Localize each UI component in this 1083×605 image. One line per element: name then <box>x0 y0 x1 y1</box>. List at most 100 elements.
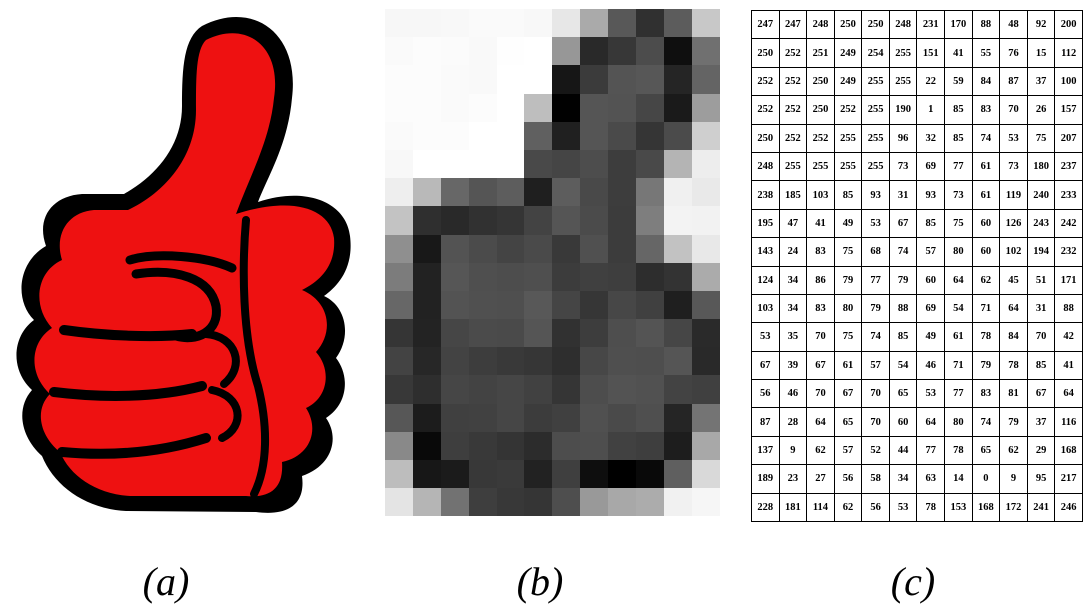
pixel-value-cell: 168 <box>1055 436 1083 464</box>
pixel-value-cell: 31 <box>889 181 917 209</box>
gray-pixel <box>664 460 692 488</box>
pixel-value-cell: 68 <box>862 238 890 266</box>
gray-pixel <box>385 263 413 291</box>
gray-pixel <box>608 206 636 234</box>
pixel-value-cell: 78 <box>972 323 1000 351</box>
gray-pixel <box>608 178 636 206</box>
pixel-value-cell: 171 <box>1055 266 1083 294</box>
gray-pixel <box>469 291 497 319</box>
pixel-value-cell: 75 <box>945 209 973 237</box>
gray-pixel <box>636 375 664 403</box>
gray-pixel <box>664 432 692 460</box>
gray-pixel <box>552 37 580 65</box>
gray-pixel <box>497 347 525 375</box>
gray-pixel <box>413 122 441 150</box>
pixel-value-cell: 100 <box>1055 67 1083 95</box>
pixel-value-cell: 83 <box>972 96 1000 124</box>
pixel-value-cell: 181 <box>779 493 807 521</box>
pixel-value-cell: 80 <box>945 238 973 266</box>
pixel-value-cell: 74 <box>889 238 917 266</box>
gray-pixel <box>385 37 413 65</box>
gray-pixel <box>692 460 720 488</box>
pixel-value-cell: 84 <box>1000 323 1028 351</box>
pixel-value-cell: 93 <box>917 181 945 209</box>
gray-pixel <box>497 263 525 291</box>
gray-pixel <box>692 150 720 178</box>
gray-pixel <box>385 375 413 403</box>
pixel-value-cell: 88 <box>889 294 917 322</box>
pixel-value-cell: 250 <box>807 96 835 124</box>
gray-pixel <box>692 347 720 375</box>
pixel-value-cell: 70 <box>1027 323 1055 351</box>
gray-pixel <box>692 488 720 516</box>
gray-pixel <box>636 263 664 291</box>
pixel-value-cell: 23 <box>779 465 807 493</box>
pixel-value-cell: 92 <box>1027 11 1055 39</box>
gray-pixel <box>413 178 441 206</box>
pixel-value-cell: 74 <box>972 124 1000 152</box>
gray-pixel <box>524 94 552 122</box>
gray-pixel <box>608 122 636 150</box>
gray-pixel <box>580 37 608 65</box>
pixel-value-cell: 65 <box>889 380 917 408</box>
pixel-value-cell: 250 <box>752 124 780 152</box>
gray-pixel <box>636 206 664 234</box>
gray-pixel <box>664 488 692 516</box>
pixel-value-cell: 85 <box>1027 351 1055 379</box>
pixel-value-cell: 254 <box>862 39 890 67</box>
gray-pixel <box>664 65 692 93</box>
pixel-value-cell: 185 <box>779 181 807 209</box>
gray-pixel <box>580 65 608 93</box>
pixel-value-cell: 64 <box>1055 380 1083 408</box>
pixel-value-cell: 54 <box>945 294 973 322</box>
pixel-value-cell: 85 <box>945 96 973 124</box>
gray-pixel <box>497 94 525 122</box>
pixel-value-cell: 71 <box>945 351 973 379</box>
pixel-value-cell: 70 <box>862 408 890 436</box>
pixel-value-cell: 79 <box>862 294 890 322</box>
pixel-value-cell: 247 <box>752 11 780 39</box>
gray-pixel <box>636 488 664 516</box>
pixel-value-cell: 103 <box>807 181 835 209</box>
pixel-value-cell: 78 <box>1000 351 1028 379</box>
pixel-value-cell: 0 <box>972 465 1000 493</box>
gray-pixel <box>385 347 413 375</box>
gray-pixel <box>608 347 636 375</box>
gray-pixel <box>497 375 525 403</box>
caption-c: (c) <box>843 560 983 604</box>
pixel-value-cell: 190 <box>889 96 917 124</box>
pixel-value-cell: 255 <box>834 124 862 152</box>
gray-pixel <box>524 65 552 93</box>
pixel-value-cell: 80 <box>834 294 862 322</box>
gray-pixel <box>469 122 497 150</box>
pixel-value-cell: 250 <box>834 11 862 39</box>
gray-pixel <box>692 9 720 37</box>
pixel-value-cell: 231 <box>917 11 945 39</box>
pixel-value-cell: 62 <box>972 266 1000 294</box>
gray-pixel <box>608 319 636 347</box>
pixel-grid <box>385 9 720 516</box>
thumbs-up-icon <box>6 6 363 519</box>
gray-pixel <box>524 291 552 319</box>
pixel-value-cell: 79 <box>1000 408 1028 436</box>
gray-pixel <box>469 460 497 488</box>
gray-pixel <box>497 65 525 93</box>
pixel-value-cell: 114 <box>807 493 835 521</box>
pixel-value-cell: 59 <box>945 67 973 95</box>
pixel-value-cell: 71 <box>972 294 1000 322</box>
pixel-value-cell: 248 <box>889 11 917 39</box>
gray-pixel <box>664 122 692 150</box>
gray-pixel <box>552 9 580 37</box>
pixel-value-cell: 57 <box>862 351 890 379</box>
pixel-value-cell: 238 <box>752 181 780 209</box>
pixel-value-cell: 53 <box>1000 124 1028 152</box>
pixel-value-cell: 153 <box>945 493 973 521</box>
gray-pixel <box>608 9 636 37</box>
pixel-value-cell: 52 <box>862 436 890 464</box>
